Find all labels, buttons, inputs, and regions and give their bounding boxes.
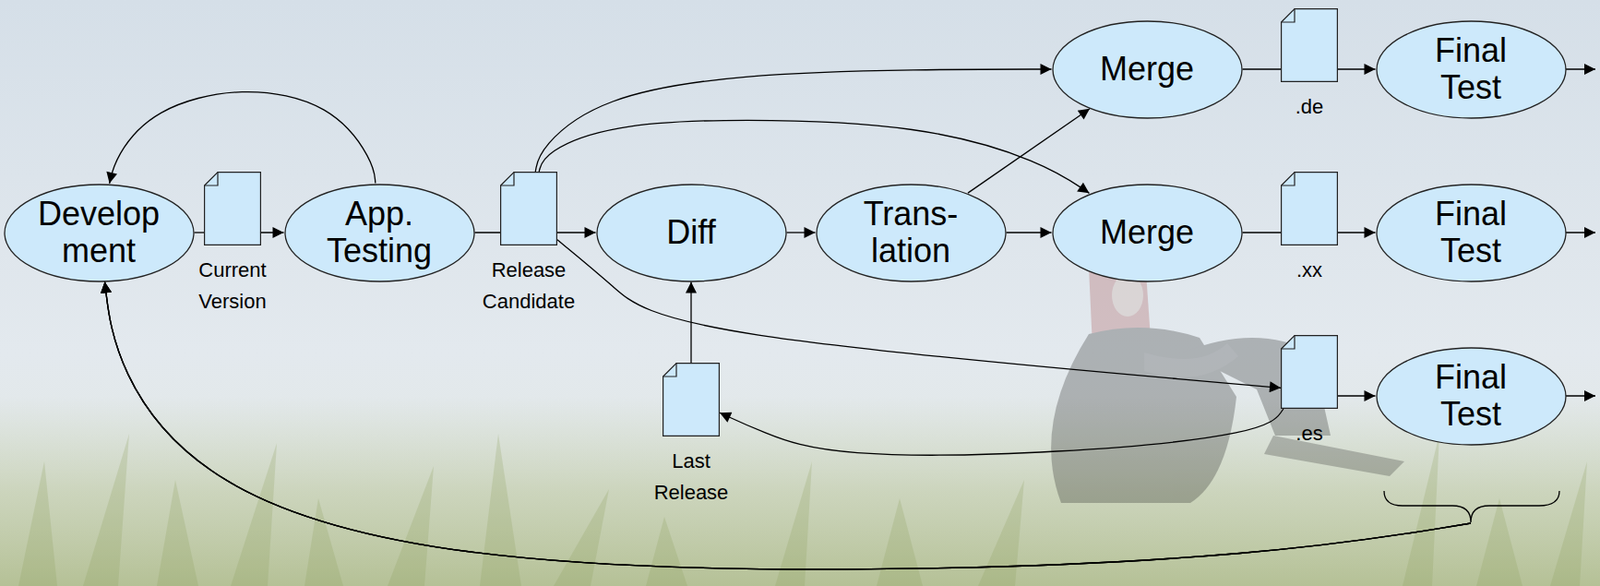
document-outline xyxy=(1280,171,1338,246)
node-label: Trans- lation xyxy=(841,195,980,269)
node-label: Last Release xyxy=(640,445,742,509)
connector-arrow xyxy=(538,119,1089,193)
document-icon: Last Release xyxy=(662,362,720,437)
connector-arrow xyxy=(261,231,285,233)
document-fold xyxy=(663,363,677,377)
connector-arrow xyxy=(104,281,1471,570)
node-label: Merge xyxy=(1099,50,1195,88)
process-ellipse: Final Test xyxy=(1375,183,1567,283)
grass-blades xyxy=(18,433,1588,586)
node-label: Release Candidate xyxy=(477,254,580,318)
connector-arrow xyxy=(1337,394,1376,396)
node-label: Diff xyxy=(666,214,716,251)
ellipse-shape xyxy=(1376,21,1566,119)
document-fold xyxy=(1281,9,1295,23)
document-icon: Current Version xyxy=(203,171,262,246)
ellipse-shape xyxy=(1052,21,1242,119)
node-label: Final Test xyxy=(1401,358,1541,432)
document-outline xyxy=(1280,8,1338,83)
document-shape xyxy=(501,172,558,246)
process-ellipse: Final Test xyxy=(1375,346,1567,446)
connector-arrow xyxy=(719,408,1284,455)
node-label: .de xyxy=(1258,91,1361,123)
output-arrow xyxy=(1561,394,1596,396)
connector-arrow xyxy=(1337,68,1376,70)
node-label: Develop ment xyxy=(29,195,168,269)
ellipse-shape xyxy=(1376,184,1566,282)
node-label: Final Test xyxy=(1401,195,1541,269)
person-figure xyxy=(1050,258,1405,503)
document-icon: .es xyxy=(1280,334,1338,409)
ellipse-shape xyxy=(597,184,787,282)
document-shape xyxy=(663,363,720,437)
node-label: Final Test xyxy=(1401,32,1541,106)
ellipse-shape xyxy=(816,184,1006,282)
connector-arrow xyxy=(967,108,1090,193)
document-shape xyxy=(204,172,262,246)
node-label: .es xyxy=(1258,417,1361,450)
document-shape xyxy=(1281,172,1338,246)
node-label: Current Version xyxy=(181,254,284,318)
document-icon: Release Candidate xyxy=(500,171,558,246)
document-fold xyxy=(1281,172,1295,186)
connector-arrow xyxy=(194,231,205,233)
connector-arrow xyxy=(557,231,597,233)
connector-arrow xyxy=(1006,231,1052,233)
document-outline xyxy=(1280,334,1338,409)
document-shape xyxy=(1281,335,1338,409)
document-fold xyxy=(1281,335,1295,349)
document-outline xyxy=(500,171,558,246)
connector-arrow xyxy=(104,281,1471,570)
ellipse-shape xyxy=(1052,184,1242,282)
group-brace xyxy=(1384,490,1560,523)
document-icon: .xx xyxy=(1280,171,1338,246)
ellipse-shape xyxy=(1376,347,1566,445)
process-ellipse: Develop ment xyxy=(3,183,195,283)
ellipse-shape xyxy=(285,184,475,282)
document-outline xyxy=(662,362,720,437)
connector-arrow xyxy=(1242,231,1282,233)
output-arrow xyxy=(1561,68,1596,70)
process-ellipse: Final Test xyxy=(1375,20,1567,120)
ellipse-shape xyxy=(4,184,194,282)
output-arrow xyxy=(1561,231,1596,233)
process-ellipse: Merge xyxy=(1051,20,1243,120)
process-ellipse: Merge xyxy=(1051,183,1243,283)
node-label: Merge xyxy=(1099,214,1195,251)
connector-arrow xyxy=(104,281,1471,570)
connector-arrow xyxy=(475,231,502,233)
connector-arrow xyxy=(1242,68,1282,70)
document-icon: .de xyxy=(1280,8,1338,83)
connector-arrow xyxy=(1337,231,1376,233)
process-ellipse: Trans- lation xyxy=(815,183,1007,283)
process-ellipse: App. Testing xyxy=(284,183,476,283)
document-shape xyxy=(1281,9,1338,83)
connector-arrow xyxy=(787,231,816,233)
node-label: App. Testing xyxy=(310,195,449,269)
document-outline xyxy=(203,171,262,246)
document-fold xyxy=(204,172,218,186)
document-fold xyxy=(501,172,514,186)
connector-arrow xyxy=(109,92,376,184)
process-ellipse: Diff xyxy=(596,183,788,283)
node-label: .xx xyxy=(1258,254,1361,287)
